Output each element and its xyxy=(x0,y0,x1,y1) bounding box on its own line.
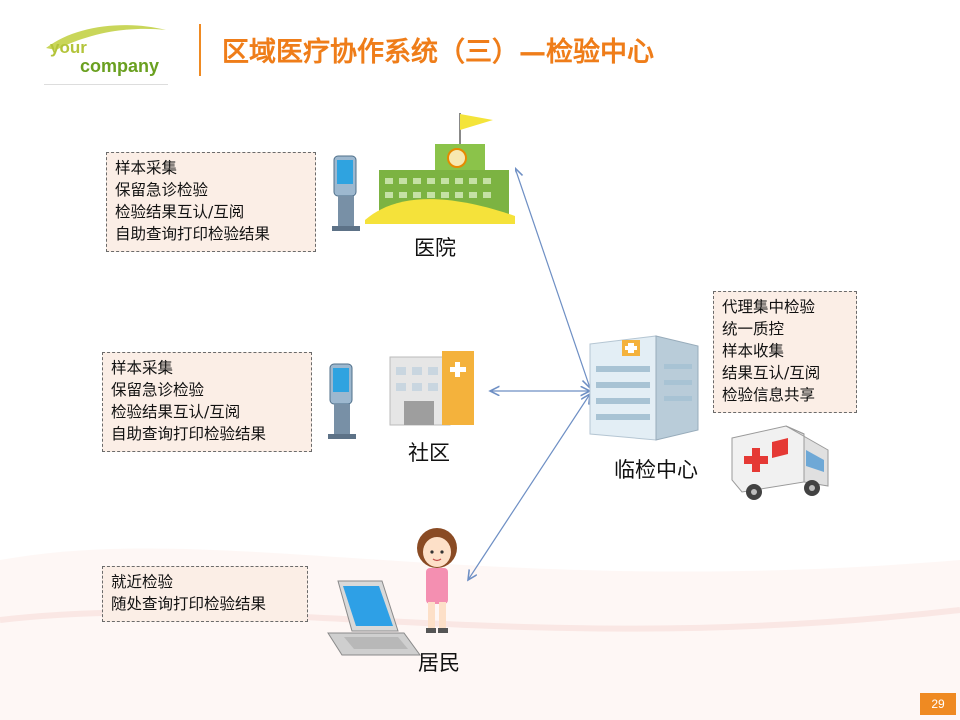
hospital-building-icon xyxy=(365,108,515,233)
ambulance-icon xyxy=(731,425,829,500)
resident-note-line: 就近检验 xyxy=(111,573,174,591)
company-logo: your company xyxy=(36,20,176,85)
community-note-box: 样本采集 保留急诊检验 检验结果互认/互阅 自助查询打印检验结果 xyxy=(102,352,312,452)
lab-center-note-box: 代理集中检验 统一质控 样本收集 结果互认/互阅 检验信息共享 xyxy=(713,291,857,413)
arrow-resident-lab xyxy=(468,394,590,580)
community-note-line: 检验结果互认/互阅 xyxy=(111,403,241,421)
resident-label: 居民 xyxy=(418,651,460,675)
community-label: 社区 xyxy=(408,441,450,465)
lab-center-label: 临检中心 xyxy=(614,458,698,482)
title-divider xyxy=(199,24,201,76)
hospital-label: 医院 xyxy=(414,236,456,260)
hospital-note-box: 样本采集 保留急诊检验 检验结果互认/互阅 自助查询打印检验结果 xyxy=(106,152,316,252)
lab-center-note-line: 结果互认/互阅 xyxy=(722,364,821,382)
resident-person-icon xyxy=(417,528,457,633)
hospital-note-line: 保留急诊检验 xyxy=(115,181,209,199)
kiosk-icon xyxy=(332,155,360,231)
logo-underline xyxy=(44,84,168,85)
page-number: 29 xyxy=(920,693,956,715)
arrow-hospital-lab xyxy=(515,168,590,388)
kiosk-icon xyxy=(328,363,356,439)
lab-center-note-line: 统一质控 xyxy=(722,320,785,338)
community-note-line: 自助查询打印检验结果 xyxy=(111,425,267,443)
lab-center-note-line: 检验信息共享 xyxy=(722,386,816,404)
hospital-note-line: 样本采集 xyxy=(115,159,178,177)
page-title: 区域医疗协作系统（三）—检验中心 xyxy=(222,37,654,68)
logo-swoosh-icon xyxy=(46,25,166,50)
lab-center-note-line: 代理集中检验 xyxy=(722,298,816,316)
resident-note-line: 随处查询打印检验结果 xyxy=(111,595,267,613)
logo-text-your: your xyxy=(50,38,87,57)
lab-center-note-line: 样本收集 xyxy=(722,342,785,360)
logo-text-company: company xyxy=(80,56,160,76)
community-note-line: 保留急诊检验 xyxy=(111,381,205,399)
hospital-note-line: 检验结果互认/互阅 xyxy=(115,203,245,221)
hospital-note-line: 自助查询打印检验结果 xyxy=(115,225,271,243)
community-building-icon xyxy=(389,351,474,426)
laptop-icon xyxy=(327,580,421,656)
lab-building-icon xyxy=(589,335,699,441)
resident-note-box: 就近检验 随处查询打印检验结果 xyxy=(102,566,308,622)
community-note-line: 样本采集 xyxy=(111,359,174,377)
